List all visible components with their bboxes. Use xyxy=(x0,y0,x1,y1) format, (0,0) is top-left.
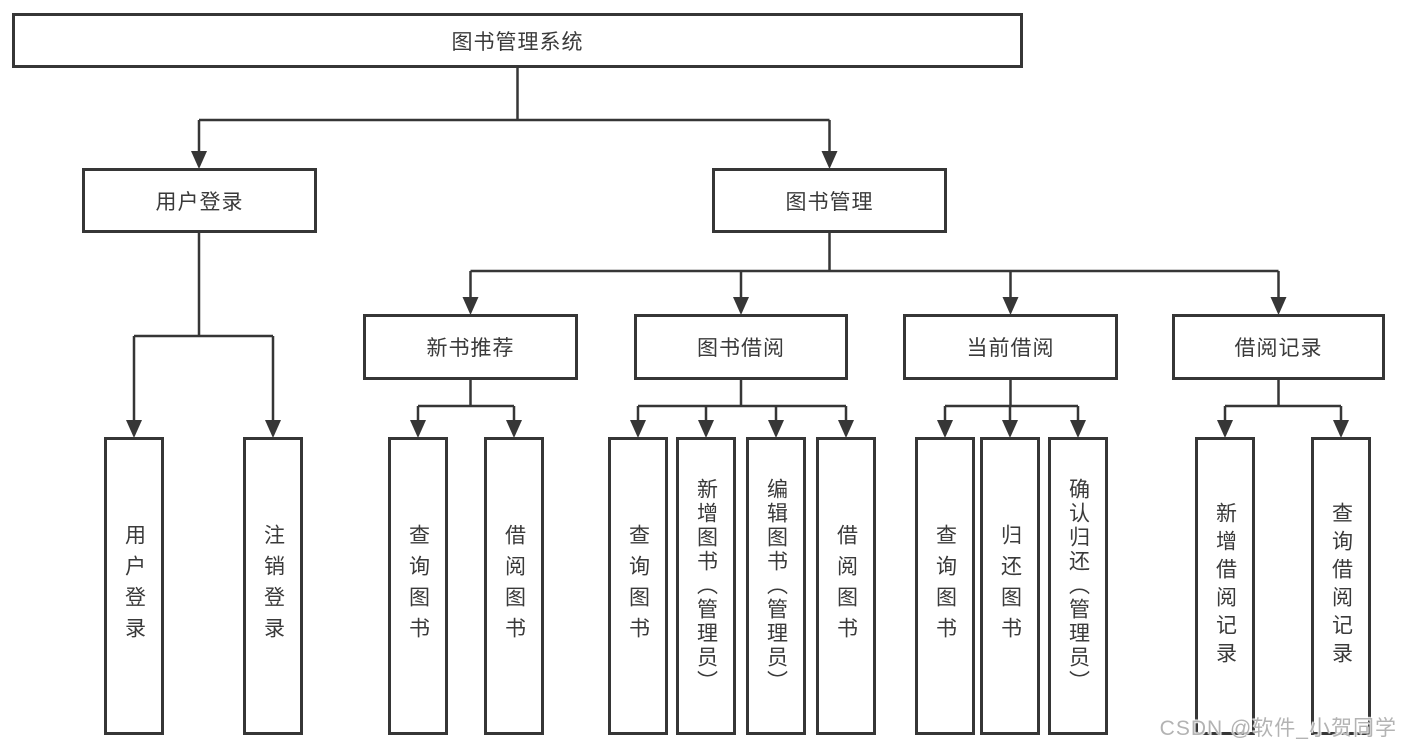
arrow-down-icon xyxy=(630,420,646,438)
leaf-borrow-book-recommend: 借阅图书 xyxy=(484,437,544,735)
box-borrow-record: 借阅记录 xyxy=(1172,314,1385,380)
connector-root-to-level2 xyxy=(197,66,831,154)
csdn-watermark: CSDN @软件_小贺同学 xyxy=(1159,717,1397,740)
arrowheads xyxy=(126,151,1349,438)
box-user-login: 用户登录 xyxy=(82,168,317,233)
arrow-down-icon xyxy=(506,420,522,438)
arrow-down-icon xyxy=(1002,297,1019,315)
leaf-user-login: 用户登录 xyxy=(104,437,164,735)
arrow-down-icon xyxy=(265,420,281,438)
arrow-down-icon xyxy=(698,420,714,438)
box-book-borrow: 图书借阅 xyxy=(634,314,848,380)
arrow-down-icon xyxy=(821,151,838,169)
box-library-system: 图书管理系统 xyxy=(12,13,1023,68)
arrow-down-icon xyxy=(462,297,479,315)
arrow-down-icon xyxy=(410,420,426,438)
arrow-down-icon xyxy=(1002,420,1018,438)
leaf-edit-book-admin: 编辑图书（管理员） xyxy=(746,437,806,735)
leaf-query-book-recommend: 查询图书 xyxy=(388,437,448,735)
leaf-return-book: 归还图书 xyxy=(980,437,1040,735)
arrow-down-icon xyxy=(838,420,854,438)
arrow-down-icon xyxy=(126,420,142,438)
arrow-down-icon xyxy=(1270,297,1287,315)
arrow-down-icon xyxy=(733,297,749,315)
arrow-down-icon xyxy=(937,420,953,438)
box-new-book-recommend: 新书推荐 xyxy=(363,314,578,380)
leaf-confirm-return-admin: 确认归还（管理员） xyxy=(1048,437,1108,735)
connector-current-borrow-branch xyxy=(943,380,1080,424)
connector-book-borrow-branch xyxy=(636,380,848,424)
leaf-query-borrow-record: 查询借阅记录 xyxy=(1311,437,1371,735)
leaf-borrow-book: 借阅图书 xyxy=(816,437,876,735)
box-book-management: 图书管理 xyxy=(712,168,947,233)
arrow-down-icon xyxy=(191,151,207,169)
connector-new-book-rec-branch xyxy=(416,380,516,424)
arrow-down-icon xyxy=(1070,420,1086,438)
arrow-down-icon xyxy=(768,420,784,438)
connector-book-mgmt-to-level3 xyxy=(469,233,1280,301)
leaf-query-book-current: 查询图书 xyxy=(915,437,975,735)
box-current-borrow: 当前借阅 xyxy=(903,314,1118,380)
leaf-query-book-borrow: 查询图书 xyxy=(608,437,668,735)
arrow-down-icon xyxy=(1333,420,1349,438)
connector-borrow-record-branch xyxy=(1223,380,1343,424)
arrow-down-icon xyxy=(1217,420,1233,438)
leaf-logout-login: 注销登录 xyxy=(243,437,303,735)
leaf-add-book-admin: 新增图书（管理员） xyxy=(676,437,736,735)
leaf-add-borrow-record: 新增借阅记录 xyxy=(1195,437,1255,735)
connector-user-login-branch xyxy=(132,233,275,424)
